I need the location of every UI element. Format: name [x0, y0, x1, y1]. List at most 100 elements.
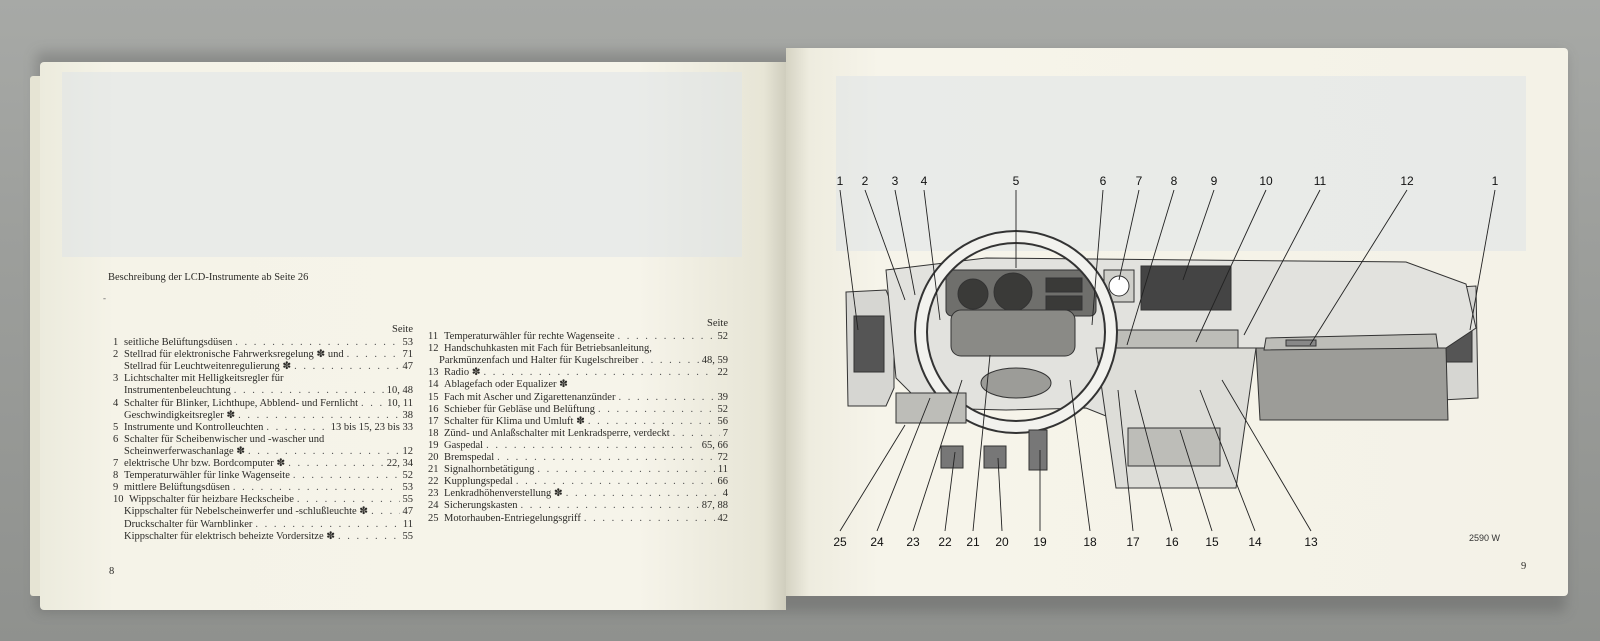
callout-number: 24 — [870, 535, 884, 549]
legend-number: 24 — [428, 500, 439, 512]
legend-number: 17 — [428, 415, 439, 427]
leader-dots — [266, 422, 327, 434]
legend-item: 19Gaspedal65, 66 — [428, 440, 728, 452]
legend-item: 6 Schalter für Scheibenwischer und -wasch… — [113, 434, 413, 446]
callout-number: 12 — [1400, 174, 1414, 188]
page-number-right: 9 — [1521, 561, 1527, 572]
leader-dots — [641, 355, 698, 367]
leader-line — [972, 354, 991, 532]
glovebox-lower — [1255, 347, 1449, 421]
legend-text: Bremspedal — [444, 452, 495, 464]
callout-number: 11 — [1313, 174, 1327, 188]
legend-number: 13 — [428, 367, 439, 379]
ashtray — [1127, 427, 1221, 467]
leader-dots — [588, 416, 715, 428]
brake-pedal — [983, 445, 1007, 469]
page-tint — [62, 72, 742, 257]
leader-dots — [361, 398, 384, 410]
legend-item: Geschwindigkeitsregler ✽38 — [113, 410, 413, 422]
legend-text: Kupplungspedal — [444, 476, 513, 488]
leader-dots — [497, 452, 714, 464]
legend-number: 6 — [113, 433, 119, 445]
leader-line — [1243, 189, 1321, 336]
callout-number: 18 — [1083, 535, 1097, 549]
figure-code: 2590 W — [1469, 533, 1501, 543]
leader-dots — [294, 361, 399, 373]
legend-number: 5 — [113, 421, 119, 433]
legend-text: Ablagefach oder Equalizer ✽ — [444, 379, 568, 391]
legend-number: 9 — [113, 482, 119, 494]
legend-text: Lenkradhöhenverstellung ✽ — [444, 488, 563, 500]
legend-number: 15 — [428, 391, 439, 403]
leader-dots — [521, 500, 699, 512]
legend-page: 47 — [402, 506, 414, 518]
callout-number: 13 — [1304, 535, 1318, 549]
legend-page: 53 — [402, 337, 414, 349]
legend-text: Schieber für Gebläse und Belüftung — [444, 403, 596, 415]
leader-line — [1199, 389, 1256, 532]
leader-line — [1126, 189, 1175, 346]
legend-item: Stellrad für Leuchtweitenregulierung ✽47 — [113, 361, 413, 373]
legend-page: 10, 11 — [387, 397, 413, 409]
callout-number: 21 — [966, 535, 980, 549]
leader-dots — [234, 385, 384, 397]
legend-text: Temperaturwähler für linke Wagenseite — [124, 470, 290, 482]
legend-number: 10 — [113, 494, 124, 506]
legend-number: 1 — [113, 337, 119, 349]
legend-text: Lichtschalter mit Helligkeitsregler für — [124, 373, 284, 385]
legend-text: Wippschalter für heizbare Heckscheibe — [129, 494, 294, 506]
legend-text: elektrische Uhr bzw. Bordcomputer ✽ — [124, 458, 286, 470]
leader-line — [839, 424, 906, 532]
callout-number: 8 — [1170, 174, 1178, 188]
leader-line — [1091, 189, 1104, 326]
legend-number: 20 — [428, 452, 439, 464]
leader-line — [912, 379, 963, 532]
leader-line — [1118, 189, 1140, 281]
callout-number: 25 — [833, 535, 847, 549]
leader-dots — [673, 428, 720, 440]
legend-number: 16 — [428, 403, 439, 415]
legend-text: Geschwindigkeitsregler ✽ — [124, 409, 236, 421]
legend-text: Radio ✽ — [444, 367, 481, 379]
leader-dots — [618, 331, 715, 343]
leader-dots — [293, 470, 400, 482]
legend-text: Stellrad für elektronische Fahrwerksrege… — [124, 349, 344, 361]
leader-dots — [371, 506, 399, 518]
seite-label: Seite — [392, 324, 413, 335]
legend-text: Scheinwerferwaschanlage ✽ — [124, 445, 246, 457]
center-console — [1095, 347, 1257, 489]
legend-text: Signalhornbetätigung — [444, 464, 535, 476]
legend-text: Motorhauben-Entriegelungsgriff — [444, 512, 581, 524]
leader-dots — [233, 482, 400, 494]
leader-line — [1182, 189, 1215, 281]
legend-text: Schalter für Scheibenwischer und -wasche… — [124, 433, 325, 445]
legend-page: 66 — [717, 476, 729, 488]
legend-page: 4 — [722, 488, 728, 500]
legend-number: 22 — [428, 476, 439, 488]
leader-dots — [255, 519, 399, 531]
legend-number: 2 — [113, 349, 119, 361]
callout-number: 17 — [1126, 535, 1140, 549]
legend-page: 10, 48 — [386, 385, 413, 397]
legend-page: 53 — [402, 482, 414, 494]
gas-pedal — [1028, 429, 1048, 471]
legend-number: 21 — [428, 464, 439, 476]
leader-line — [1134, 389, 1173, 532]
leader-dots — [484, 367, 715, 379]
callout-number: 22 — [938, 535, 952, 549]
legend-number: 11 — [428, 331, 439, 343]
callout-number: 7 — [1135, 174, 1143, 188]
legend-number: 8 — [113, 470, 119, 482]
legend-page: 42 — [717, 512, 729, 524]
dashboard-illustration — [839, 189, 1496, 532]
